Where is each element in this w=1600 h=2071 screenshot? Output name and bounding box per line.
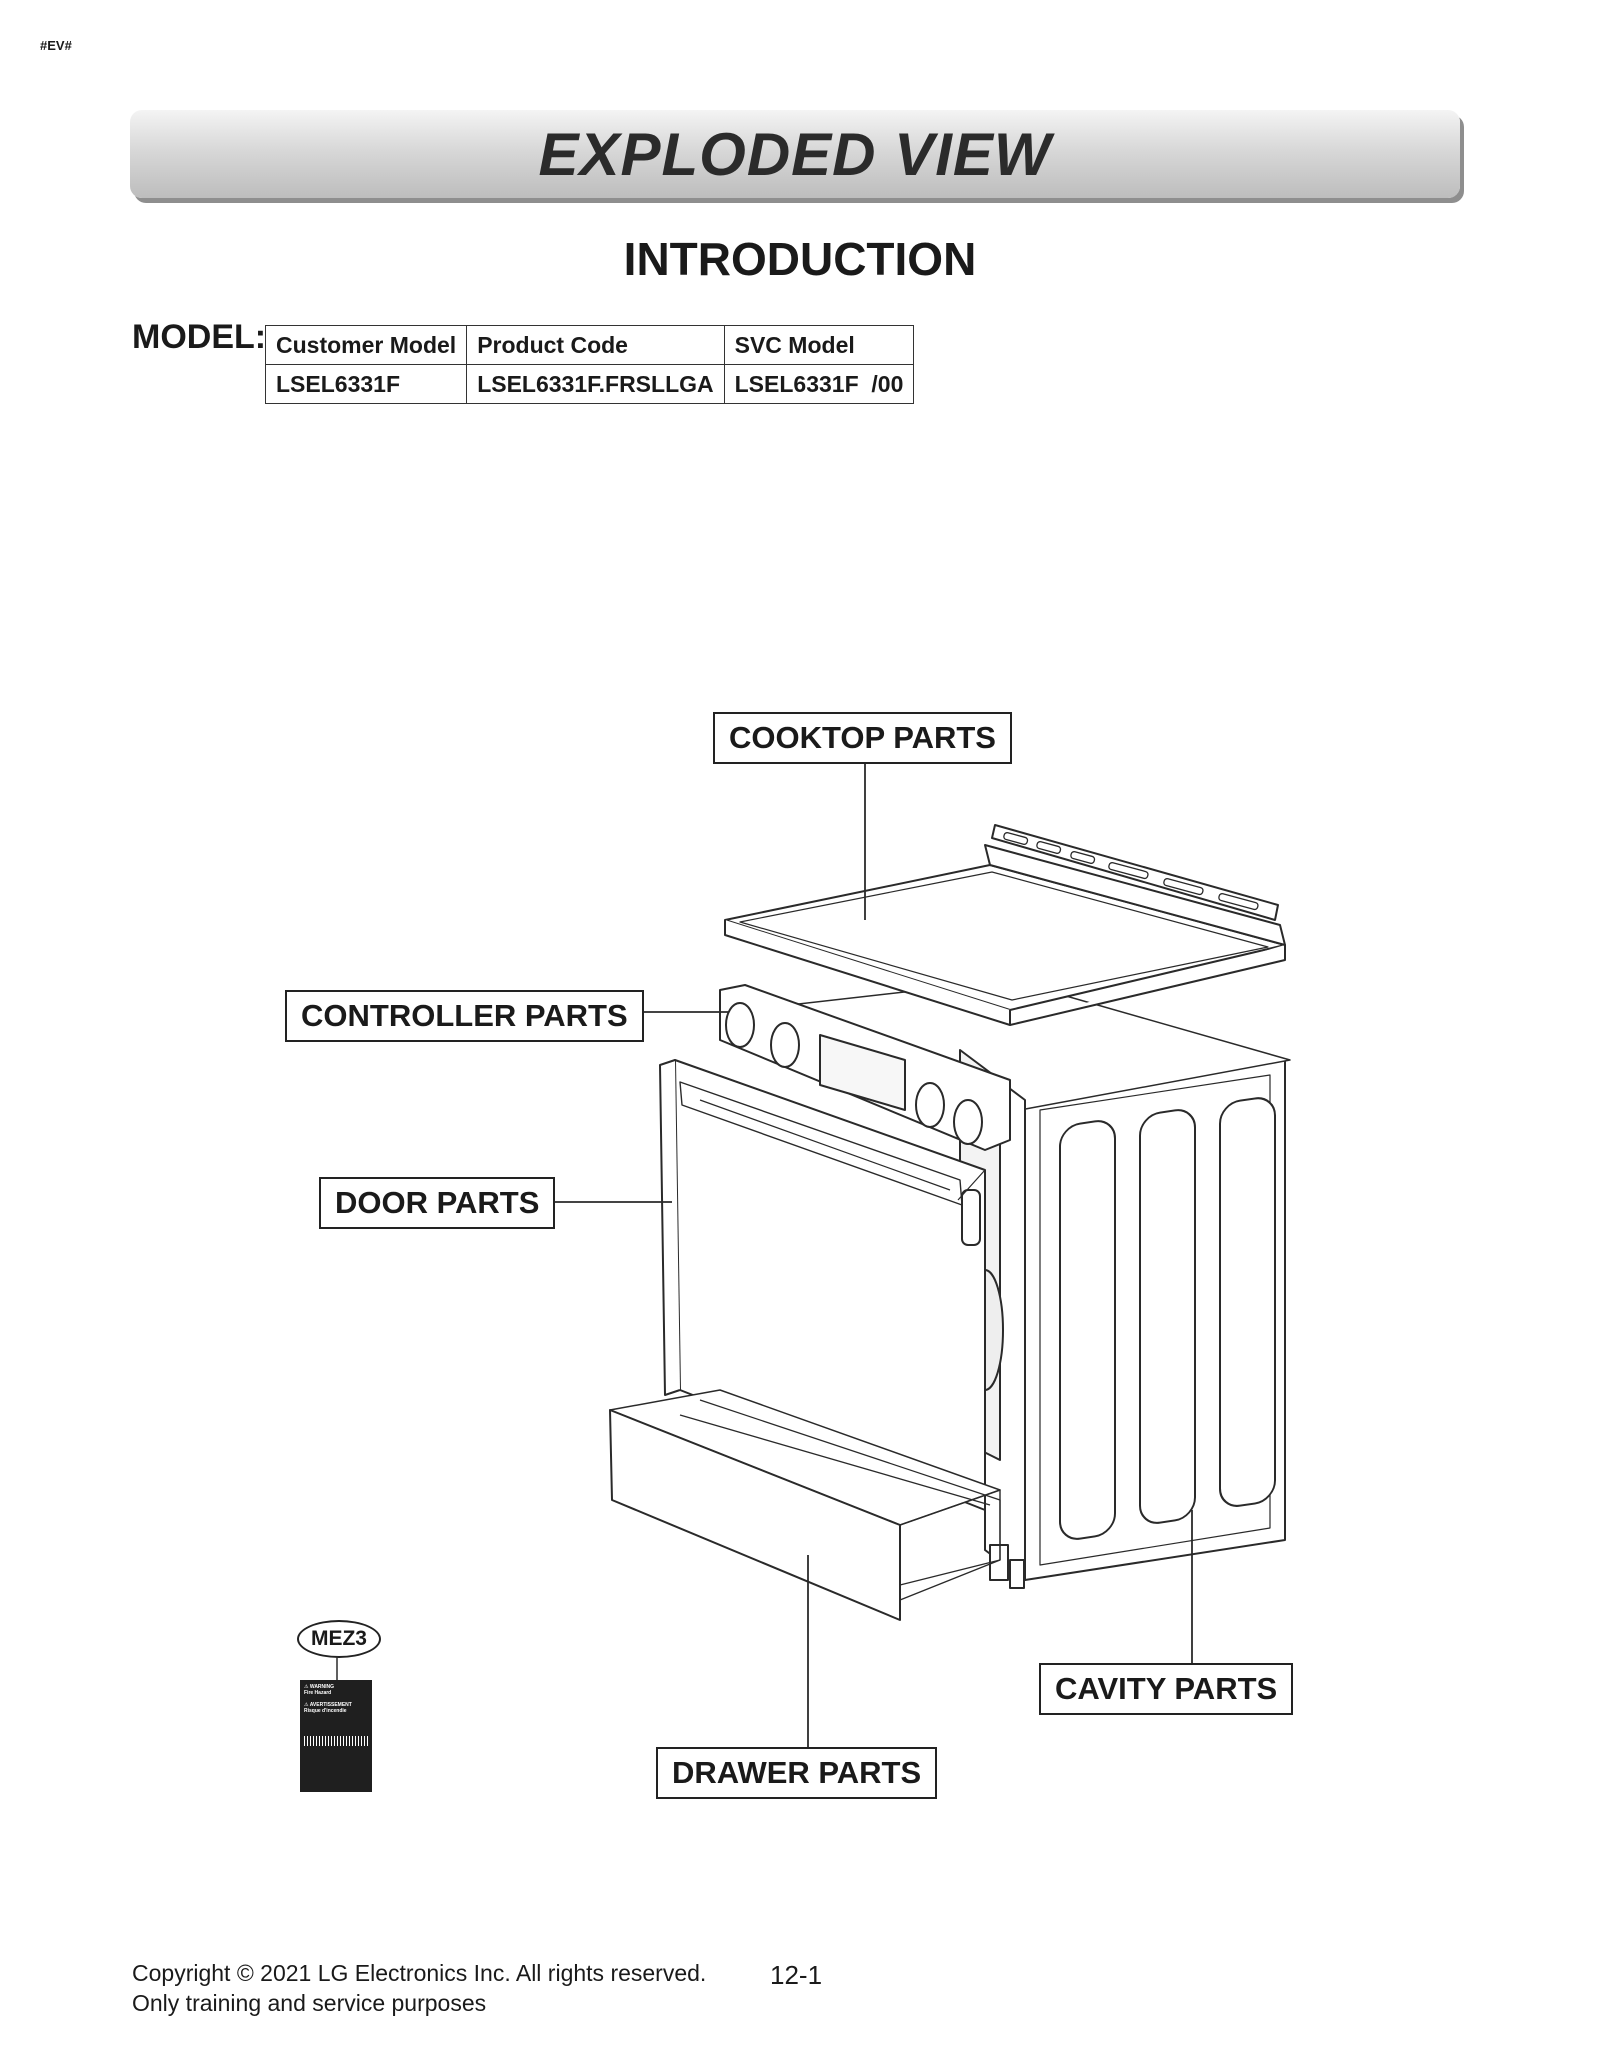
model-table-header-row: Customer Model Product Code SVC Model [264,325,915,365]
header-svc-model: SVC Model [723,325,915,365]
callout-controller-parts: CONTROLLER PARTS [285,990,644,1042]
barcode-icon [304,1736,368,1746]
footer-purpose: Only training and service purposes [132,1990,487,2016]
callout-drawer-parts: DRAWER PARTS [656,1747,938,1799]
banner-title: EXPLODED VIEW [538,120,1052,188]
warning-icon: ⚠ WARNING [304,1684,335,1690]
document-tag: #EV# [40,38,72,53]
footer: Copyright © 2021 LG Electronics Inc. All… [132,1958,706,2018]
model-table: Customer Model Product Code SVC Model LS… [264,325,915,404]
callout-door-parts: DOOR PARTS [319,1177,556,1229]
section-title: INTRODUCTION [623,233,977,285]
callout-cavity-parts: CAVITY PARTS [1039,1663,1294,1715]
callout-cooktop-parts: COOKTOP PARTS [713,712,1012,764]
cell-product-code: LSEL6331F.FRSLLGA [466,364,725,404]
footer-copyright: Copyright © 2021 LG Electronics Inc. All… [132,1960,707,1986]
cell-customer-model: LSEL6331F [264,364,468,404]
warning-label-card: ⚠ WARNING Fire Hazard ⚠ AVERTISSEMENT Ri… [300,1680,372,1792]
cell-svc-model: LSEL6331F /00 [723,364,915,404]
model-table-row: LSEL6331F LSEL6331F.FRSLLGA LSEL6331F /0… [264,364,915,404]
warning-sub: Fire Hazard [304,1690,332,1696]
model-label: MODEL: [132,318,267,356]
header-customer-model: Customer Model [264,325,468,365]
mez3-badge: MEZ3 [297,1620,381,1658]
avert-sub: Risque d'incendie [304,1708,347,1714]
title-banner: EXPLODED VIEW [130,110,1460,198]
page-number: 12-1 [770,1960,823,1990]
avert-icon: ⚠ AVERTISSEMENT [304,1702,352,1708]
